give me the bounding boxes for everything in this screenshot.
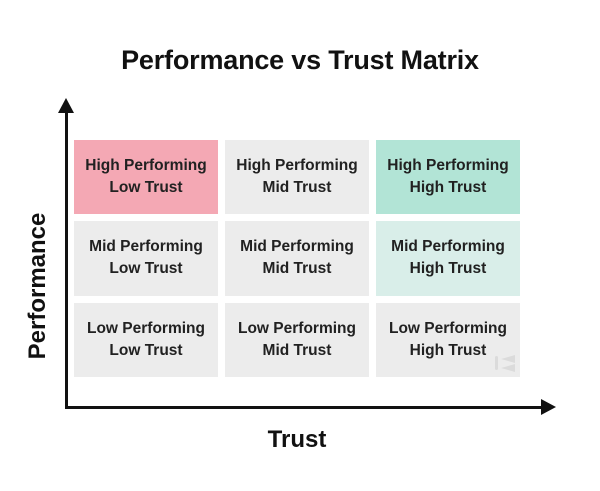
cell-line1: Mid Performing bbox=[391, 238, 505, 256]
cell-line2: High Trust bbox=[409, 341, 487, 359]
matrix-cell-low-high: Low Performing High Trust bbox=[376, 302, 520, 377]
cell-line2: Mid Trust bbox=[262, 179, 332, 197]
matrix-cell-mid-mid: Mid Performing Mid Trust bbox=[225, 221, 369, 296]
cell-line1: High Performing bbox=[236, 157, 358, 175]
cell-line2: Low Trust bbox=[109, 341, 183, 359]
cell-line1: Mid Performing bbox=[240, 238, 354, 256]
cell-line1: Low Performing bbox=[87, 319, 205, 337]
y-axis-label: Performance bbox=[24, 212, 51, 360]
cell-line2: Mid Trust bbox=[262, 341, 332, 359]
cell-line1: Low Performing bbox=[238, 319, 356, 337]
matrix-cell-low-low: Low Performing Low Trust bbox=[74, 302, 218, 377]
cell-line1: Low Performing bbox=[389, 319, 507, 337]
watermark-bar bbox=[495, 356, 498, 370]
watermark-triangle-bottom bbox=[501, 364, 515, 372]
x-axis-arrow-icon bbox=[541, 399, 556, 415]
cell-line2: High Trust bbox=[409, 260, 487, 278]
matrix-cell-high-low: High Performing Low Trust bbox=[74, 140, 218, 215]
matrix-grid: High Performing Low Trust High Performin… bbox=[74, 140, 520, 377]
brand-watermark-icon bbox=[495, 353, 516, 373]
cell-line1: High Performing bbox=[387, 157, 509, 175]
cell-line2: High Trust bbox=[409, 179, 487, 197]
x-axis-line bbox=[65, 406, 542, 409]
cell-line1: Mid Performing bbox=[89, 238, 203, 256]
y-axis-line bbox=[65, 110, 68, 409]
cell-line2: Mid Trust bbox=[262, 260, 332, 278]
watermark-triangle-top bbox=[501, 355, 515, 363]
matrix-cell-high-high: High Performing High Trust bbox=[376, 140, 520, 215]
cell-line2: Low Trust bbox=[109, 260, 183, 278]
x-axis-label: Trust bbox=[267, 426, 327, 453]
cell-line1: High Performing bbox=[85, 157, 207, 175]
matrix-cell-mid-high: Mid Performing High Trust bbox=[376, 221, 520, 296]
y-axis-arrow-icon bbox=[58, 98, 74, 113]
cell-line2: Low Trust bbox=[109, 179, 183, 197]
page-title: Performance vs Trust Matrix bbox=[121, 45, 479, 75]
matrix-cell-high-mid: High Performing Mid Trust bbox=[225, 140, 369, 215]
matrix-cell-low-mid: Low Performing Mid Trust bbox=[225, 302, 369, 377]
matrix-cell-mid-low: Mid Performing Low Trust bbox=[74, 221, 218, 296]
